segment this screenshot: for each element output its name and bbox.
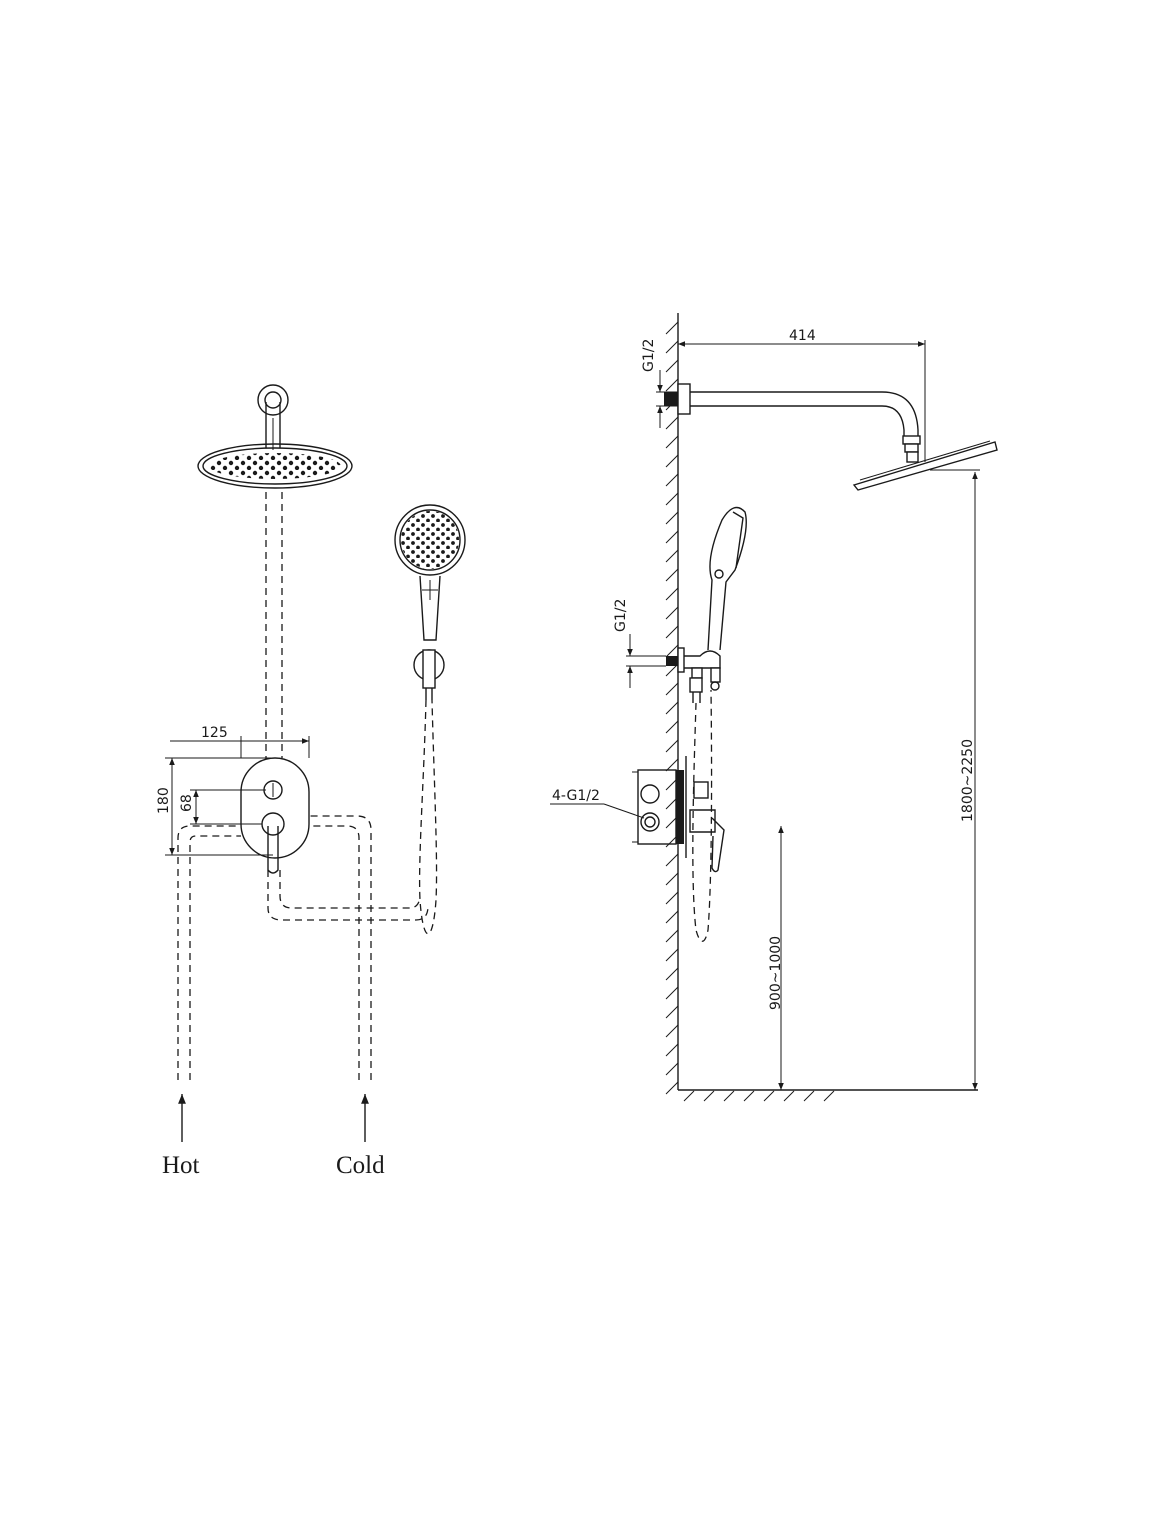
- floor-hatch-line: [803, 1090, 815, 1102]
- dimension-arm-thread: G1/2: [641, 339, 678, 428]
- valve-body-side: [632, 756, 725, 873]
- ceiling-flange: [257, 384, 289, 450]
- floor-hatch-line: [823, 1090, 835, 1102]
- wall-hatch-line: [665, 321, 679, 335]
- wall-hatch-line: [665, 986, 679, 1000]
- floor-hatch-line: [703, 1090, 715, 1102]
- wall-hatch-line: [665, 1005, 679, 1019]
- floor-hatch-line: [683, 1090, 695, 1102]
- cold-inlet-label: Cold: [336, 1152, 385, 1179]
- wall-hatch-line: [665, 720, 679, 734]
- dim-width-label: 125: [201, 725, 228, 741]
- floor-hatch-line: [763, 1090, 775, 1102]
- wall-hatch-line: [665, 549, 679, 563]
- hand-shower: [394, 504, 466, 641]
- wall-hatch-line: [665, 758, 679, 772]
- wall-hatch-line: [665, 1024, 679, 1038]
- head-height-label: 1800~2250: [960, 739, 976, 822]
- dimension-height-inner: 68: [179, 789, 266, 825]
- dimension-height-total: 180: [156, 757, 273, 856]
- dimension-hand-thread: G1/2: [613, 599, 666, 688]
- wall-hatch-line: [665, 1081, 679, 1095]
- wall-hatch-line: [665, 606, 679, 620]
- arm-thread-label: G1/2: [641, 339, 657, 372]
- wall-hatch-line: [665, 891, 679, 905]
- hand-shower-side: [707, 506, 747, 651]
- wall-hatch-line: [665, 511, 679, 525]
- wall-hatch-line: [665, 492, 679, 506]
- wall-hatch-line: [665, 929, 679, 943]
- valve-height-label: 900~1000: [768, 936, 784, 1010]
- rain-shower-head: [197, 443, 353, 489]
- valve-thread-callout: 4-G1/2: [550, 788, 645, 819]
- wall-hatch-line: [665, 435, 679, 449]
- wall-hatch-line: [665, 853, 679, 867]
- dimension-valve-height: 900~1000: [768, 826, 784, 1090]
- wall-hatch-line: [665, 910, 679, 924]
- wall-hatch-line: [665, 568, 679, 582]
- side-view: G1/2 G1/2 4-G1/2 414 1800~2250: [550, 313, 998, 1102]
- dimension-width: 125: [170, 725, 310, 758]
- wall-hatch-line: [665, 473, 679, 487]
- wall-hatch-line: [665, 967, 679, 981]
- wall-hatch-line: [665, 701, 679, 715]
- hand-shower-outlet-side: [666, 647, 721, 703]
- wall-hatch-line: [665, 644, 679, 658]
- wall-hatch-line: [665, 1043, 679, 1057]
- wall: [665, 313, 679, 1095]
- wall-hatch-line: [665, 872, 679, 886]
- wall-hatch-line: [665, 340, 679, 354]
- wall-hatch-line: [665, 739, 679, 753]
- dim-height-inner-label: 68: [179, 794, 195, 812]
- wall-hatch-line: [665, 530, 679, 544]
- wall-hatch-line: [665, 378, 679, 392]
- shower-arm: [664, 383, 921, 463]
- floor-hatch-line: [783, 1090, 795, 1102]
- floor: [678, 1089, 978, 1102]
- wall-hatch-line: [665, 1062, 679, 1076]
- hand-shower-bracket: [413, 649, 445, 700]
- front-view: 125 180 68 Hot Cold: [156, 384, 466, 1179]
- floor-hatch-line: [743, 1090, 755, 1102]
- wall-hatch-line: [665, 587, 679, 601]
- hand-thread-label: G1/2: [613, 599, 629, 632]
- valve-thread-label: 4-G1/2: [552, 788, 600, 804]
- wall-hatch-line: [665, 948, 679, 962]
- dimension-head-height: 1800~2250: [930, 469, 980, 1090]
- wall-hatch-line: [665, 625, 679, 639]
- wall-hatch-line: [665, 682, 679, 696]
- wall-hatch-line: [665, 454, 679, 468]
- dim-height-total-label: 180: [156, 787, 172, 814]
- dimension-arm-length: 414: [678, 328, 926, 462]
- hot-inlet-label: Hot: [162, 1152, 200, 1179]
- floor-hatch-line: [723, 1090, 735, 1102]
- arm-length-label: 414: [789, 328, 816, 344]
- wall-hatch-line: [665, 359, 679, 373]
- mixer-valve-plate: [240, 757, 310, 874]
- wall-hatch-line: [665, 416, 679, 430]
